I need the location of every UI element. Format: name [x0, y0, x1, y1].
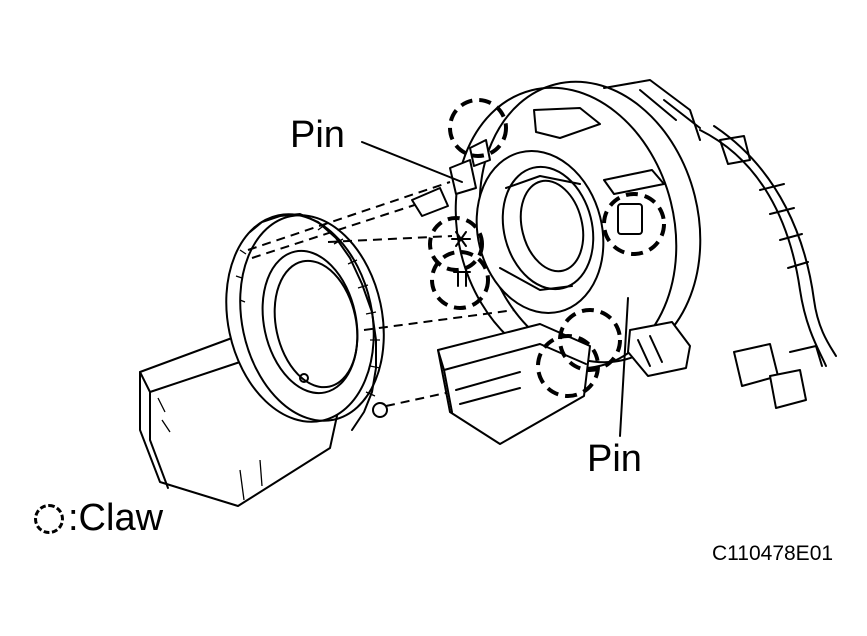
spiral-cable [411, 79, 837, 445]
pin-leader-lines [361, 141, 629, 437]
claw-markers [428, 98, 666, 398]
pin-top-leader [361, 141, 463, 183]
figure-id: C110478E01 [712, 542, 834, 565]
pin-bottom-leader [619, 297, 629, 437]
claw-legend: :Claw [34, 497, 163, 540]
pin-label-bottom: Pin [587, 438, 642, 480]
claw-legend-text: :Claw [68, 497, 164, 539]
steering-angle-sensor [139, 213, 388, 507]
claw-marker-bottom-b [536, 334, 600, 398]
claw-marker-top [448, 98, 508, 158]
claw-marker-right [602, 192, 666, 256]
claw-marker-bottom-a [558, 308, 622, 372]
claw-marker-left-upper [428, 216, 484, 272]
claw-legend-symbol-icon [34, 503, 64, 534]
claw-marker-left-lower [430, 250, 490, 310]
pin-label-top: Pin [290, 114, 345, 156]
